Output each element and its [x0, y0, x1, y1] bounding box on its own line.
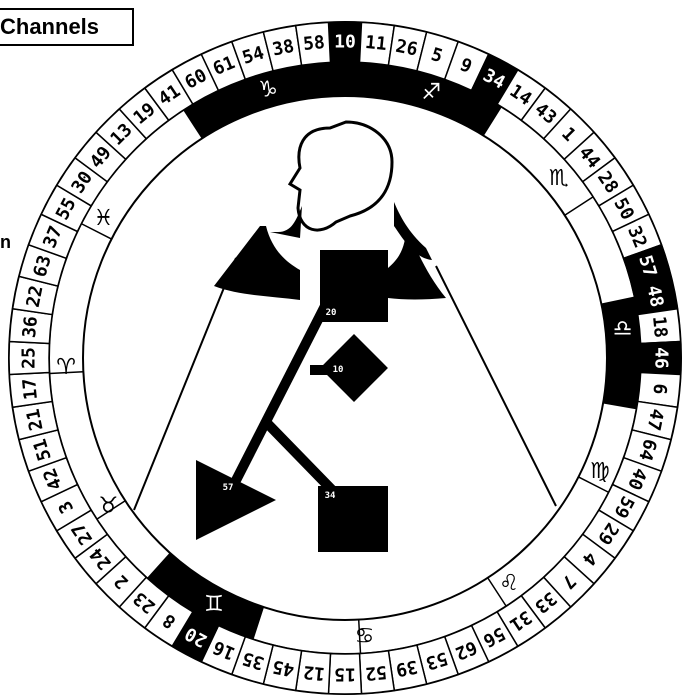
gate-number: 36: [19, 315, 42, 339]
gate-number: 15: [334, 664, 356, 685]
gate-number: 25: [19, 347, 40, 369]
gate-number: 22: [23, 284, 48, 309]
sign-cancer-icon: ♋: [355, 624, 375, 649]
sign-sagittarius-icon: ♐: [421, 80, 441, 105]
sign-leo-icon: ♌: [499, 571, 519, 596]
zodiac-highlight: [601, 296, 641, 409]
sign-libra-icon: ♎: [613, 316, 633, 341]
sign-aquarius-icon: ♒: [196, 104, 216, 129]
sign-pisces-icon: ♓: [94, 206, 114, 231]
gate-number: 21: [23, 407, 48, 432]
sign-gemini-icon: ♊: [204, 592, 224, 617]
gate-number: 10: [334, 32, 356, 53]
sign-scorpio-icon: ♏: [549, 166, 569, 191]
sign-taurus-icon: ♉: [99, 493, 119, 518]
channels-button[interactable]: Channels: [0, 8, 134, 46]
gate-number: 39: [394, 656, 419, 681]
edge-fragment-label: n: [0, 232, 11, 253]
sign-capricorn-icon: ♑: [258, 77, 278, 102]
throat-center-label: 20: [326, 308, 337, 318]
gate-number: 52: [364, 661, 388, 684]
sacral-center-label: 34: [325, 491, 336, 501]
gate-number: 12: [302, 661, 326, 684]
gate-number: 58: [302, 32, 326, 55]
gate-number: 46: [651, 347, 672, 369]
g-center-label: 10: [333, 365, 344, 375]
spleen-center-label: 57: [223, 483, 234, 493]
sign-aries-icon: ♈: [56, 355, 76, 380]
gate-number: 38: [271, 36, 296, 61]
sign-virgo-icon: ♍: [590, 459, 610, 484]
gate-number: 45: [271, 656, 296, 681]
gate-number: 48: [643, 284, 668, 309]
gate-number: 6: [648, 383, 670, 396]
gate-number: 18: [648, 315, 671, 339]
gate-number: 26: [394, 36, 419, 61]
gate-number: 11: [364, 32, 388, 55]
gate-number: 17: [19, 377, 42, 401]
gate-number: 47: [643, 407, 668, 432]
